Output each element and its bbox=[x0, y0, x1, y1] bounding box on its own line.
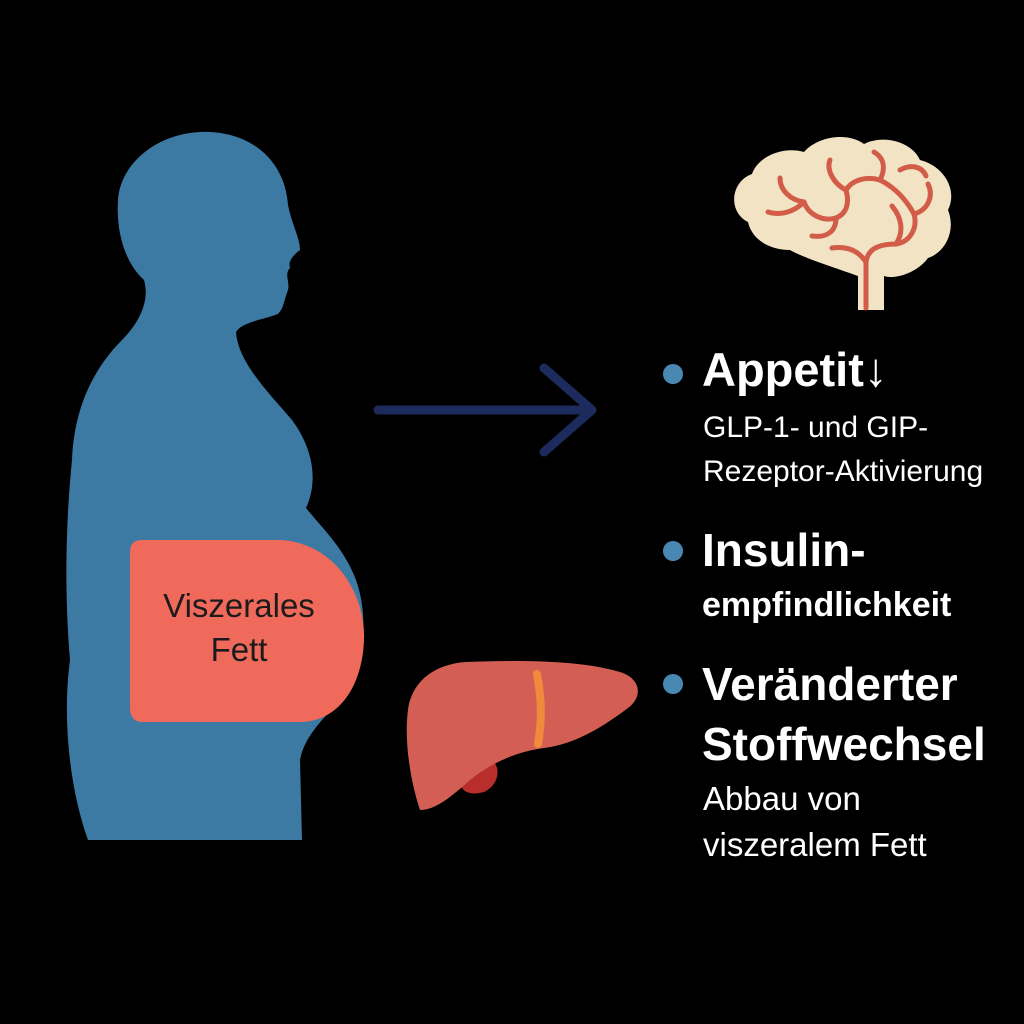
visceral-fat-label-line: Fett bbox=[210, 631, 268, 668]
body-silhouette bbox=[66, 131, 364, 840]
bullet-dot bbox=[663, 674, 683, 694]
bullet-dot bbox=[663, 541, 683, 561]
visceral-fat-box bbox=[130, 540, 365, 722]
effect-detail-line: Abbau von bbox=[703, 780, 861, 817]
bullet-dot bbox=[663, 364, 683, 384]
effect-detail: GLP-1- und GIP- Rezeptor-Aktivierung bbox=[703, 406, 983, 494]
effect-heading: Veränderter Stoffwechsel bbox=[702, 654, 986, 774]
effect-heading: Appetit↓ bbox=[702, 342, 887, 398]
effect-heading-line: Veränderter bbox=[702, 658, 958, 710]
effect-detail-line: viszeralem Fett bbox=[703, 826, 927, 863]
effect-detail-line: Rezeptor-Aktivierung bbox=[703, 455, 984, 488]
effect-heading-line: Stoffwechsel bbox=[702, 718, 986, 770]
arrow-right-icon bbox=[373, 363, 597, 457]
effect-heading-line: Insulin- bbox=[702, 524, 866, 576]
visceral-fat-label: Viszerales Fett bbox=[136, 584, 342, 672]
effect-heading-line: Appetit↓ bbox=[702, 343, 888, 396]
visceral-fat-label-line: Viszerales bbox=[163, 587, 315, 624]
effect-heading: Insulin- empfindlichkeit bbox=[702, 521, 951, 631]
effect-heading-line: empfindlichkeit bbox=[702, 586, 952, 624]
effect-detail: Abbau von viszeralem Fett bbox=[703, 776, 927, 868]
liver-icon bbox=[406, 661, 638, 810]
effect-detail-line: GLP-1- und GIP- bbox=[703, 411, 929, 444]
brain-icon bbox=[734, 137, 952, 311]
